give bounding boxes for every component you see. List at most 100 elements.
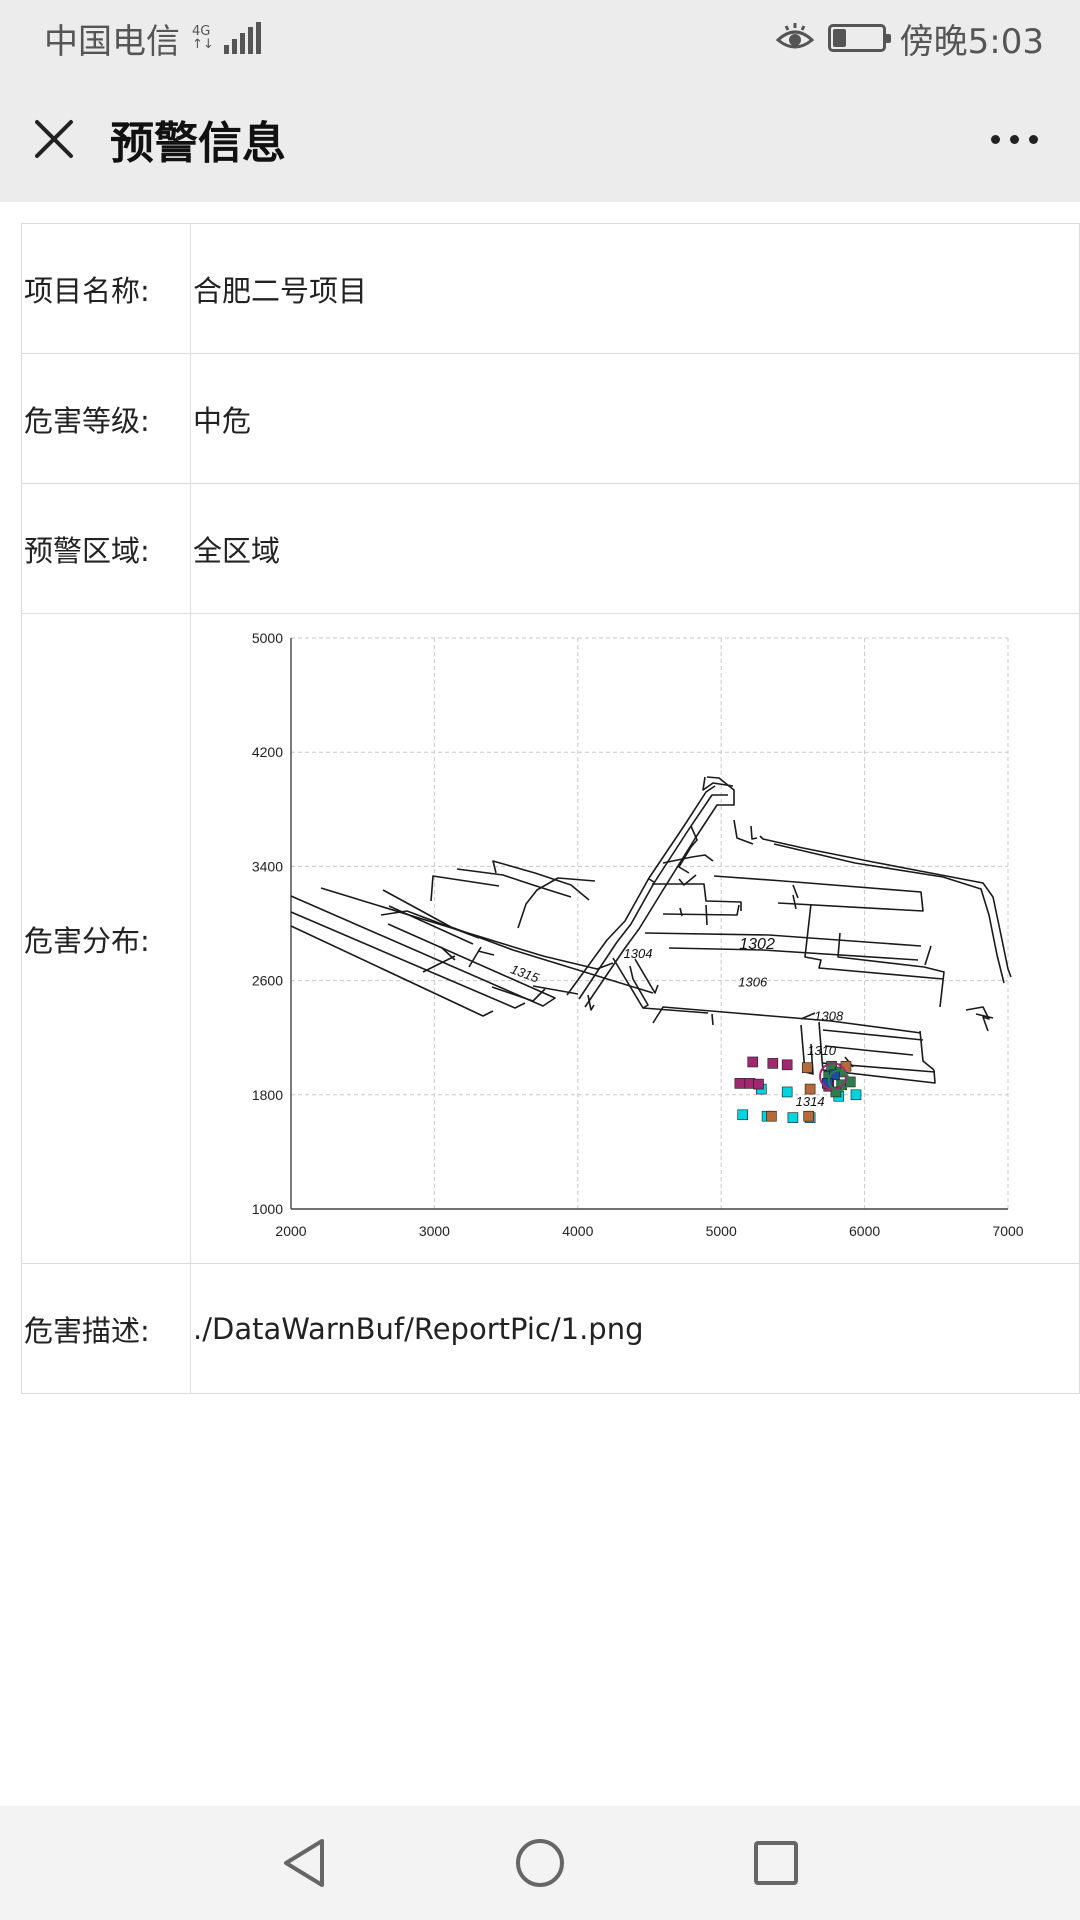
hazard-point bbox=[734, 1077, 746, 1089]
hazard-point bbox=[801, 1061, 813, 1073]
hazard-points bbox=[734, 1056, 862, 1123]
back-button[interactable] bbox=[276, 1835, 332, 1891]
more-dot-icon bbox=[1029, 134, 1038, 144]
y-tick-label: 1000 bbox=[252, 1201, 283, 1217]
hazard-level-value: 中危 bbox=[190, 353, 1080, 484]
x-tick-label: 4000 bbox=[562, 1223, 593, 1239]
tunnel-outline bbox=[468, 946, 482, 967]
x-tick-label: 5000 bbox=[706, 1223, 737, 1239]
tunnel-outline bbox=[634, 958, 659, 994]
tunnel-outline bbox=[837, 932, 945, 1007]
tunnel-outline bbox=[711, 1013, 714, 1025]
warning-area-label: 预警区域: bbox=[21, 483, 191, 614]
tunnel-outline bbox=[965, 1005, 990, 1031]
warning-info-table: 项目名称: 合肥二号项目 危害等级: 中危 预警区域: 全区域 危害分布: 13… bbox=[21, 223, 1080, 1394]
project-name-label: 项目名称: bbox=[21, 223, 191, 354]
battery-icon bbox=[827, 24, 891, 52]
table-row-level: 危害等级: 中危 bbox=[21, 353, 1080, 484]
hazard-point bbox=[850, 1088, 862, 1100]
status-time: 傍晚5:03 bbox=[899, 21, 1044, 62]
y-tick-label: 2600 bbox=[252, 972, 283, 988]
hazard-point bbox=[803, 1110, 814, 1122]
project-name-value: 合肥二号项目 bbox=[190, 223, 1080, 354]
close-button[interactable] bbox=[32, 117, 76, 161]
tunnel-outline bbox=[733, 819, 754, 845]
system-navigation-bar bbox=[0, 1806, 1080, 1920]
hazard-cluster-ring bbox=[827, 1069, 850, 1092]
recent-apps-button[interactable] bbox=[748, 1835, 804, 1891]
map-label: 1304 bbox=[624, 945, 653, 960]
more-options-button[interactable] bbox=[981, 125, 1048, 154]
tunnel-outline bbox=[648, 877, 655, 883]
chart-grid bbox=[290, 637, 1009, 1210]
page-title: 预警信息 bbox=[110, 118, 286, 169]
hazard-point bbox=[804, 1083, 816, 1094]
tunnel-outline bbox=[584, 775, 735, 1007]
tunnel-outline bbox=[652, 882, 742, 911]
battery-level-fill bbox=[832, 29, 846, 47]
app-header: 预警信息 bbox=[0, 76, 1080, 202]
hazard-point bbox=[830, 1086, 842, 1097]
tunnel-outline bbox=[290, 910, 526, 1009]
table-row-area: 预警区域: 全区域 bbox=[21, 483, 1080, 614]
tunnel-outline bbox=[759, 834, 1012, 977]
network-type-icon: 4G ↑↓ bbox=[192, 25, 214, 51]
network-type-label: 4G bbox=[192, 24, 211, 39]
signal-strength-icon bbox=[223, 22, 261, 54]
tunnel-outline bbox=[532, 984, 579, 995]
hazard-point bbox=[747, 1056, 759, 1067]
tunnel-outline bbox=[800, 1024, 814, 1075]
recent-square-icon bbox=[754, 1841, 798, 1885]
hazard-point bbox=[766, 1110, 777, 1122]
tunnel-outline bbox=[430, 874, 500, 901]
tunnel-outline bbox=[587, 994, 595, 1011]
tunnel-outline bbox=[804, 903, 944, 980]
more-dot-icon bbox=[1010, 134, 1019, 144]
tunnel-outline bbox=[566, 784, 716, 995]
y-tick-label: 4200 bbox=[252, 744, 283, 760]
tunnel-outline bbox=[824, 1044, 914, 1056]
hazard-point bbox=[753, 1078, 764, 1089]
tunnel-outline bbox=[679, 907, 683, 916]
tunnel-outline bbox=[792, 884, 799, 898]
map-label: 1314 bbox=[796, 1094, 825, 1109]
map-label: 1310 bbox=[807, 1042, 837, 1057]
status-left: 中国电信 4G ↑↓ bbox=[44, 14, 261, 63]
tunnel-outline bbox=[612, 957, 649, 1009]
hazard-point bbox=[767, 1057, 779, 1069]
map-label: 1308 bbox=[814, 1008, 844, 1023]
tunnel-outline bbox=[800, 1011, 816, 1020]
tunnel-outline bbox=[388, 904, 474, 945]
x-tick-label: 3000 bbox=[419, 1223, 450, 1239]
map-label: 1315 bbox=[509, 961, 542, 985]
tunnel-outline bbox=[702, 776, 734, 791]
tunnel-outline bbox=[652, 1005, 922, 1034]
hazard-description-value: ./DataWarnBuf/ReportPic/1.png bbox=[190, 1263, 1080, 1394]
home-button[interactable] bbox=[512, 1835, 568, 1891]
y-tick-label: 3400 bbox=[252, 858, 283, 874]
tunnel-outline bbox=[713, 874, 924, 912]
table-row-project: 项目名称: 合肥二号项目 bbox=[21, 223, 1080, 354]
tunnel-outline bbox=[919, 1030, 935, 1071]
tunnel-outline bbox=[422, 954, 456, 973]
tunnel-outline bbox=[705, 904, 708, 925]
tunnel-outline bbox=[642, 1006, 709, 1014]
tunnel-outline bbox=[662, 853, 714, 864]
map-label: 1302 bbox=[739, 936, 775, 953]
tunnel-outline bbox=[975, 1012, 994, 1019]
eye-comfort-icon bbox=[775, 23, 814, 49]
tunnel-outline bbox=[662, 904, 740, 916]
y-tick-label: 5000 bbox=[252, 630, 283, 646]
x-tick-label: 6000 bbox=[849, 1223, 880, 1239]
x-tick-label: 7000 bbox=[992, 1223, 1023, 1239]
tunnel-outline bbox=[382, 888, 654, 994]
more-dot-icon bbox=[991, 134, 1000, 144]
back-triangle-icon bbox=[284, 1839, 324, 1887]
warning-area-value: 全区域 bbox=[190, 483, 1080, 614]
y-tick-label: 1800 bbox=[252, 1086, 283, 1102]
tunnel-outline bbox=[456, 867, 572, 898]
